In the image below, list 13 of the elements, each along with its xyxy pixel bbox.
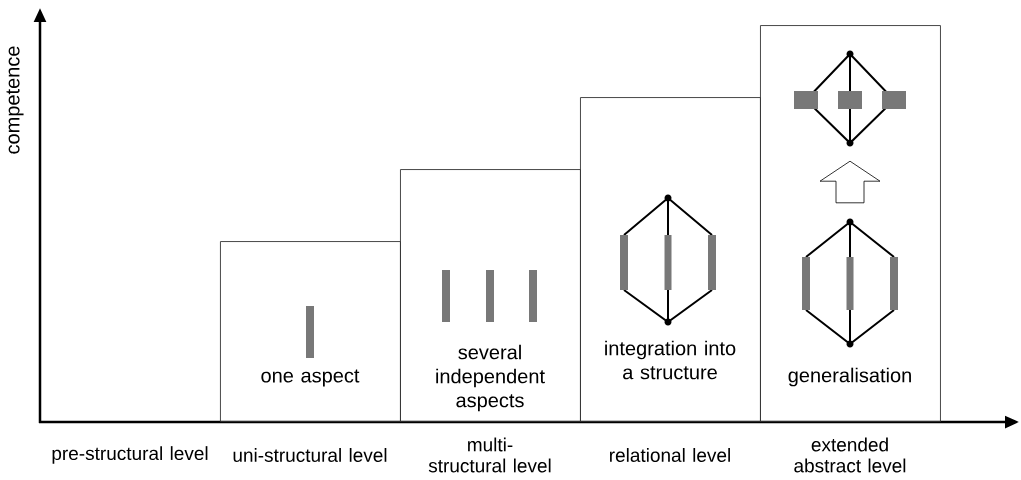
step-box: several independent aspects [400, 169, 581, 422]
level-label: pre-structural level [52, 446, 208, 464]
level-label: uni-structural level [233, 448, 387, 462]
step-box: one aspect [220, 241, 401, 422]
step-box: generalisation [760, 25, 941, 422]
hollow-arrow [819, 160, 881, 204]
structure-drawing [802, 218, 898, 348]
level-label: multi-structural level [428, 437, 551, 473]
level-label: relational level [610, 448, 730, 462]
axis-title: competence [6, 46, 24, 154]
step-box: integration into a structure [580, 97, 761, 422]
level-label: extended abstract level [794, 437, 906, 473]
structure-drawing [794, 50, 906, 147]
